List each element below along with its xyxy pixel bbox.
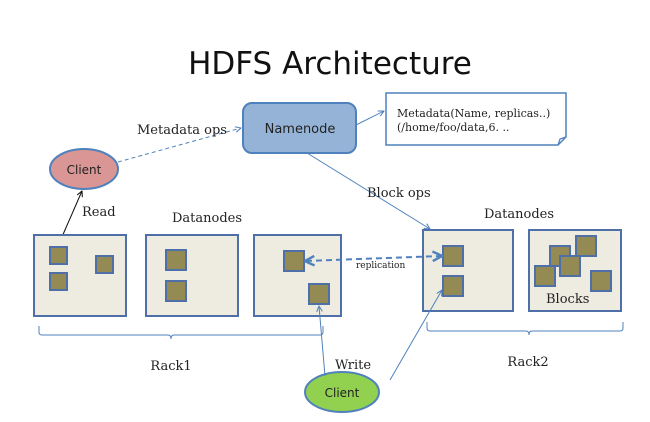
reader-client-label: Client: [67, 163, 102, 177]
rack1-datanode-2: [145, 234, 239, 317]
block: [283, 250, 305, 272]
namenode-box: [242, 102, 357, 154]
rack1-datanode-3: [253, 234, 342, 317]
metadata-note: Metadata(Name, replicas..) (/home/foo/da…: [385, 92, 567, 146]
datanodes-label-right: Datanodes: [484, 207, 554, 222]
reader-client-ellipse: [49, 148, 119, 190]
metadata-ops-arrow: [117, 128, 241, 163]
note-shape: [385, 92, 567, 146]
diagram-title: HDFS Architecture: [188, 46, 472, 82]
namenode-label: Namenode: [265, 122, 336, 137]
block: [590, 270, 612, 292]
write-arrow-rack2: [389, 290, 442, 381]
block-ops-label: Block ops: [367, 186, 431, 201]
reader-client: Client: [49, 148, 119, 190]
writer-client-label: Client: [325, 386, 360, 400]
block: [165, 280, 187, 302]
rack1-datanode-1: [33, 234, 127, 317]
block: [442, 275, 464, 297]
blocks-label: Blocks: [546, 292, 589, 307]
block-ops-arrow: [306, 152, 430, 229]
rack2-label: Rack2: [507, 355, 548, 370]
write-label: Write: [335, 358, 371, 373]
block: [95, 255, 114, 274]
block: [49, 246, 68, 265]
block: [165, 249, 187, 271]
block: [559, 255, 581, 277]
namenode: Namenode: [242, 102, 357, 154]
datanode-box: [145, 234, 239, 317]
writer-client-ellipse: [304, 371, 380, 413]
namenode-to-metadata-arrow: [355, 111, 384, 126]
block: [575, 235, 597, 257]
replication-arrow: [306, 256, 441, 261]
write-arrow-rack1: [319, 306, 326, 377]
datanodes-label-left: Datanodes: [172, 211, 242, 226]
block: [534, 265, 556, 287]
read-label: Read: [82, 205, 116, 220]
block: [442, 245, 464, 267]
datanode-box: [33, 234, 127, 317]
rack2-brace: [426, 322, 624, 336]
metadata-line-1: Metadata(Name, replicas..): [397, 107, 550, 120]
replication-label: replication: [356, 261, 405, 271]
block: [49, 272, 68, 291]
rack2-datanode-2: Blocks: [528, 229, 622, 312]
writer-client: Client: [304, 371, 380, 413]
block: [308, 283, 330, 305]
metadata-ops-label: Metadata ops: [137, 123, 227, 138]
note-fold: [557, 136, 567, 146]
rack1-label: Rack1: [150, 359, 191, 374]
metadata-line-2: (/home/foo/data,6. ..: [397, 121, 509, 134]
rack1-brace: [38, 326, 324, 340]
